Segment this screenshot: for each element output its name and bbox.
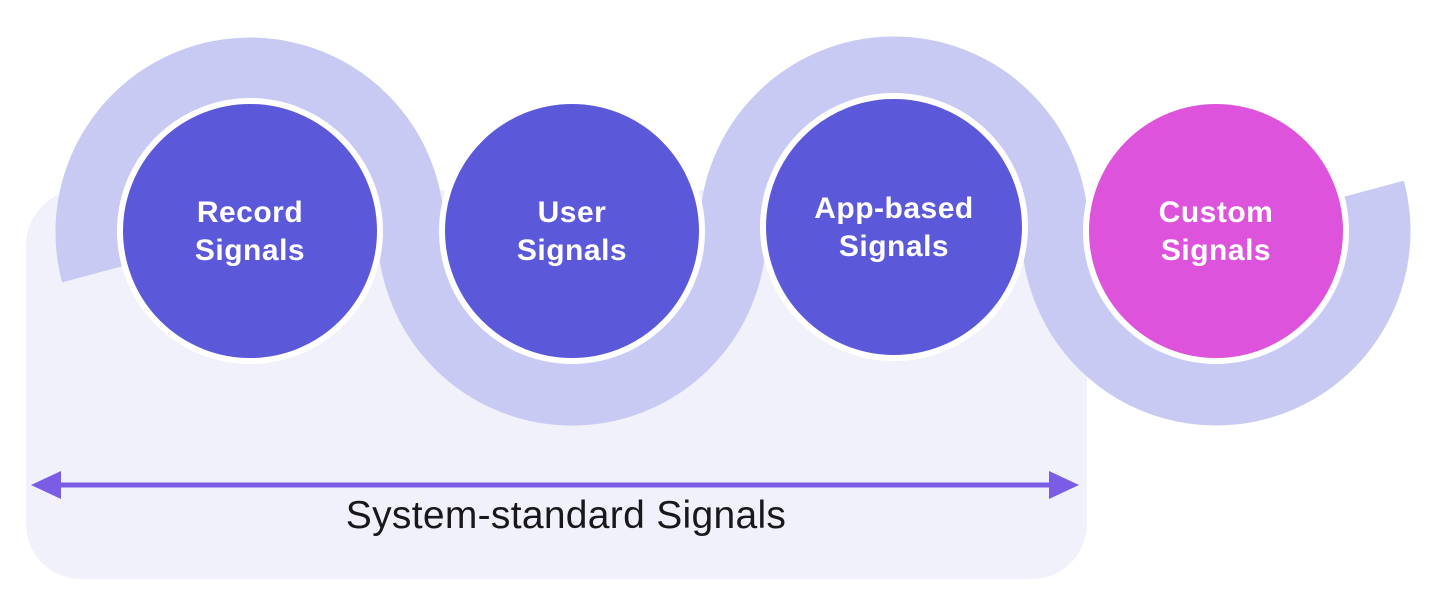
custom-signals-label-line1: Custom [1159, 196, 1274, 229]
system-standard-signals-label: System-standard Signals [346, 494, 786, 537]
signal-node-record: Record Signals [117, 98, 383, 364]
app-based-signals-circle [760, 93, 1028, 361]
user-signals-label-line1: User [538, 196, 607, 229]
wave-ribbon [55, 36, 1411, 426]
signal-node-custom: Custom Signals [1083, 98, 1349, 364]
signal-node-app-based: App-based Signals [760, 93, 1028, 361]
user-signals-circle [439, 98, 705, 364]
range-arrow-right-head-icon [1049, 471, 1079, 499]
app-based-signals-label-line1: App-based [814, 192, 974, 225]
custom-signals-circle [1083, 98, 1349, 364]
record-signals-label-line1: Record [197, 196, 303, 229]
app-based-signals-label-line2: Signals [839, 230, 949, 263]
custom-signals-label-line2: Signals [1161, 234, 1271, 267]
range-arrow [31, 471, 1079, 499]
record-signals-circle [117, 98, 383, 364]
user-signals-label-line2: Signals [517, 234, 627, 267]
signal-node-user: User Signals [439, 98, 705, 364]
range-arrow-left-head-icon [31, 471, 61, 499]
record-signals-label-line2: Signals [195, 234, 305, 267]
